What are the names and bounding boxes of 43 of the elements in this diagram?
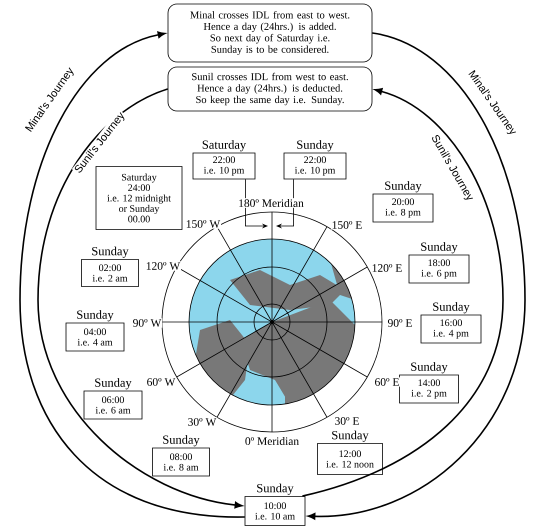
degree-label: 90º W [132,318,162,328]
time-box: 18:00 i.e. 6 pm [408,254,470,284]
day-heading: Sunday [95,378,132,390]
time-box: 06:00 i.e. 6 am [84,390,142,420]
time-box: 20:00 i.e. 8 pm [372,194,434,222]
note-box: Sunil crosses IDL from west to east. Hence a day (24hrs.) is deducted. So keep the same day i.e. Sunday. [168,66,372,112]
degree-label: 60º E [374,377,400,387]
day-heading: Sunday [163,435,200,446]
meridian-label: 180º Meridian [237,198,305,208]
day-heading: Sunday [411,362,448,374]
day-heading: Sunday [385,181,422,192]
time-box: 10:00 i.e. 10 am [244,496,306,526]
day-heading: Sunday [433,302,470,314]
degree-label: 120º E [370,263,404,273]
time-box: 12:00 i.e. 12 noon [317,443,383,475]
time-box: 02:00 i.e. 2 am [81,259,139,287]
degree-label: 60º W [146,377,176,387]
day-heading: Saturday [202,140,246,152]
day-heading: Sunday [297,140,334,152]
time-box: 22:00 i.e. 10 pm [284,152,346,180]
degree-label: 30º W [186,417,218,427]
meridian-label: 0º Meridian [244,436,300,446]
note-box: Minal crosses IDL from east to west. Hence a day (24hrs.) is added. So next day of Saturday i.e. Sunday is to be considered. [168,4,372,62]
degree-label: 150º E [330,220,364,230]
arrow [302,88,504,497]
day-heading: Sunday [257,484,294,495]
arrow [308,32,526,520]
time-box: 04:00 i.e. 4 am [66,322,124,352]
time-box: 16:00 i.e. 4 pm [420,314,482,344]
day-heading: Sunday [421,242,458,254]
degree-label: 120º W [145,261,182,271]
degree-label: 90º E [386,318,414,328]
time-box: 22:00 i.e. 10 pm [192,152,256,180]
day-heading: Sunday [77,310,114,322]
time-box: 14:00 i.e. 2 pm [399,374,459,404]
time-box: Saturday 24:00 i.e. 12 midnight or Sunday 00.00 [96,166,182,230]
day-heading: Sunday [332,430,369,442]
time-box: 08:00 i.e. 8 am [152,448,210,476]
degree-label: 150º W [185,219,222,229]
arrow [37,88,242,508]
arrow [19,31,245,518]
degree-label: 30º E [334,416,360,426]
day-heading: Sunday [92,246,129,258]
